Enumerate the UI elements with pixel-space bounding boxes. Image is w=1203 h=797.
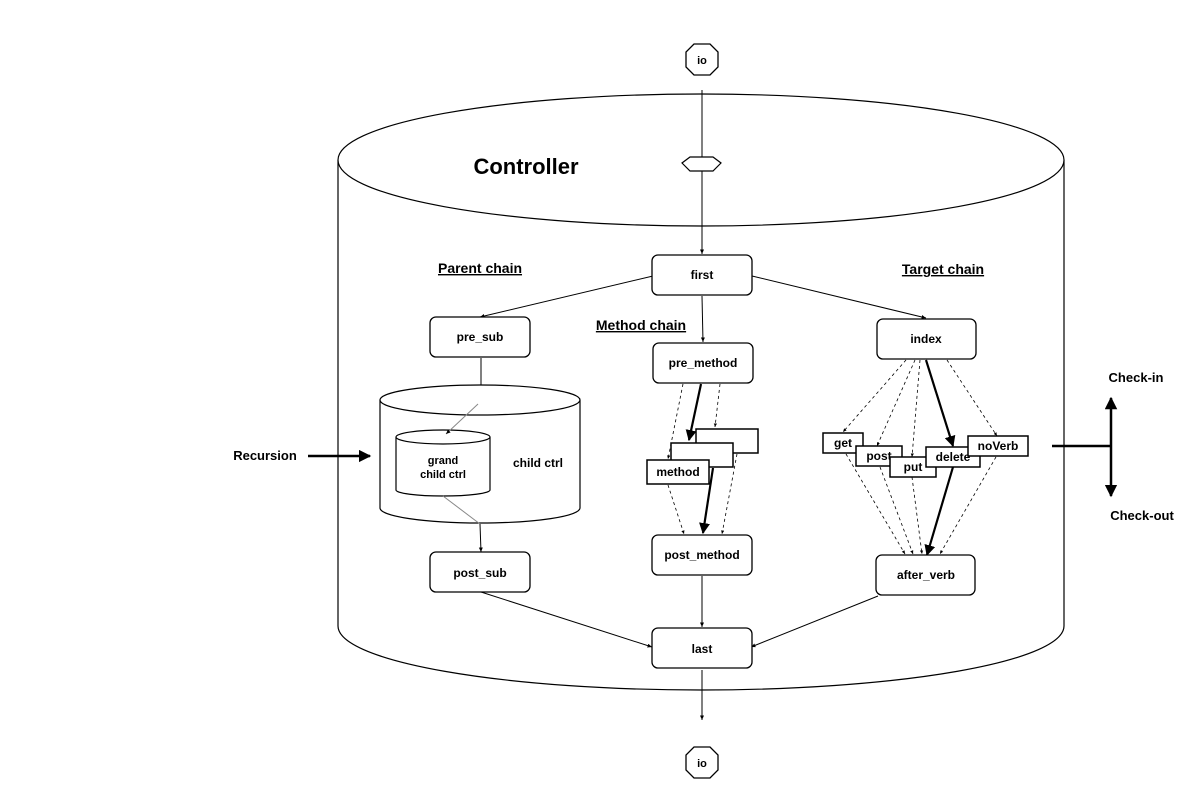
svg-text:delete: delete (936, 450, 971, 464)
controller-title: Controller (473, 154, 579, 179)
node-pre-method: pre_method (652, 342, 754, 384)
node-after-verb: after_verb (875, 554, 976, 596)
svg-text:last: last (692, 642, 713, 656)
svg-text:post_sub: post_sub (453, 566, 506, 580)
heading-method-chain: Method chain (596, 317, 686, 333)
check-out-label: Check-out (1110, 508, 1174, 523)
node-pre-sub: pre_sub (429, 316, 531, 358)
node-first: first (651, 254, 753, 296)
svg-text:noVerb: noVerb (978, 439, 1019, 453)
heading-parent-chain: Parent chain (438, 260, 522, 276)
controller-entry-octagon (681, 156, 722, 172)
main-edges (479, 90, 927, 720)
svg-text:get: get (834, 436, 852, 450)
node-get: get (822, 432, 864, 454)
check-in-out-connector (1052, 396, 1118, 498)
svg-text:io: io (697, 758, 707, 770)
svg-text:pre_sub: pre_sub (457, 330, 504, 344)
svg-text:first: first (691, 268, 714, 282)
method-stack: method (646, 428, 759, 485)
svg-text:pre_method: pre_method (669, 356, 738, 370)
svg-text:io: io (697, 55, 707, 67)
grand-child-label-line2: child ctrl (420, 469, 466, 481)
svg-text:put: put (904, 460, 923, 474)
io-bottom-node: io (685, 746, 719, 779)
heading-target-chain: Target chain (902, 261, 984, 277)
target-edges-bold (924, 359, 956, 557)
edge-child-to-post-sub (478, 523, 483, 553)
target-edges-dashed (842, 359, 998, 555)
node-last: last (651, 627, 753, 669)
check-in-label: Check-in (1109, 370, 1164, 385)
io-top-node: io (685, 43, 719, 76)
svg-text:index: index (910, 332, 942, 346)
grand-child-label-line1: grand (428, 455, 459, 467)
node-index: index (876, 318, 977, 360)
node-noverb: noVerb (967, 435, 1029, 457)
node-post-sub: post_sub (429, 551, 531, 593)
svg-text:after_verb: after_verb (897, 568, 955, 582)
recursion-label: Recursion (233, 448, 297, 463)
svg-text:post_method: post_method (664, 548, 739, 562)
node-delete: delete (925, 446, 981, 468)
svg-text:post: post (866, 449, 891, 463)
node-post-method: post_method (651, 534, 753, 576)
grand-child-ctrl-cylinder: grand child ctrl (395, 429, 491, 497)
node-put: put (889, 456, 937, 478)
child-ctrl-label: child ctrl (513, 456, 563, 470)
child-ctrl-edges (442, 403, 481, 525)
node-method: method (656, 465, 699, 479)
method-edges-dashed (667, 383, 738, 535)
method-edges-bold (685, 383, 715, 535)
